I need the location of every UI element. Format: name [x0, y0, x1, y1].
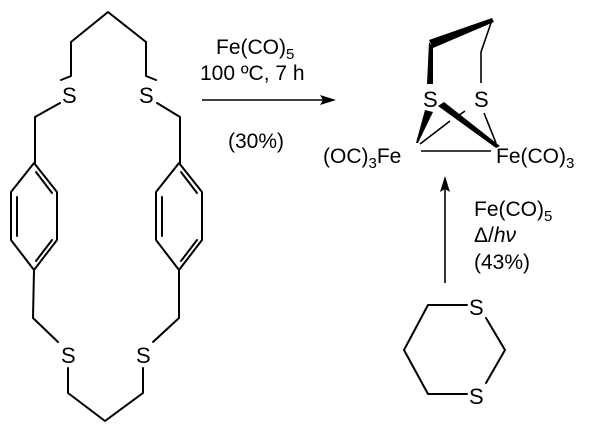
bottom-yield: (43%) — [474, 251, 530, 274]
macrocycle-sulfur-2: S — [139, 83, 154, 108]
bottom-arrow-head-icon — [440, 176, 450, 192]
product-sulfur-left: S — [423, 87, 438, 112]
dithiane-structure: S S — [403, 295, 506, 409]
bottom-reagent: Fe(CO)5 — [474, 198, 552, 225]
right-upper-ch2-bonds — [156, 102, 181, 164]
left-lower-ch2-bonds — [32, 269, 59, 343]
top-conditions: 100 ºC, 7 h — [200, 62, 305, 85]
macrocycle-structure: S S S S — [10, 11, 203, 422]
top-arrow-head-icon — [320, 95, 336, 105]
right-iron-tricarbonyl: Fe(CO)3 — [496, 145, 574, 172]
left-iron-tricarbonyl: (OC)3Fe — [323, 145, 401, 172]
bottom-bridge-bonds — [67, 367, 144, 422]
bottom-reaction-conditions: Fe(CO)5 Δ/hν (43%) — [440, 176, 552, 283]
macrocycle-sulfur-4: S — [136, 343, 151, 368]
dithiane-sulfur-top: S — [469, 295, 484, 320]
product-sulfur-right: S — [474, 87, 489, 112]
diiron-product-structure: S S (OC)3Fe Fe(CO)3 — [323, 18, 574, 172]
left-upper-ch2-bonds — [34, 102, 61, 164]
right-lower-ch2-bonds — [152, 269, 180, 343]
dithiane-c2-bonds — [485, 317, 506, 384]
bottom-conditions: Δ/hν — [474, 224, 517, 247]
dithiane-carbon-chain — [403, 304, 468, 395]
dithiane-sulfur-bottom: S — [469, 384, 484, 409]
macrocycle-sulfur-3: S — [61, 343, 76, 368]
top-reagent: Fe(CO)5 — [216, 36, 294, 63]
top-reaction-conditions: Fe(CO)5 100 ºC, 7 h (30%) — [200, 36, 336, 153]
macrocycle-sulfur-1: S — [62, 83, 77, 108]
top-yield: (30%) — [228, 130, 284, 153]
top-bridge-bonds — [60, 11, 157, 81]
